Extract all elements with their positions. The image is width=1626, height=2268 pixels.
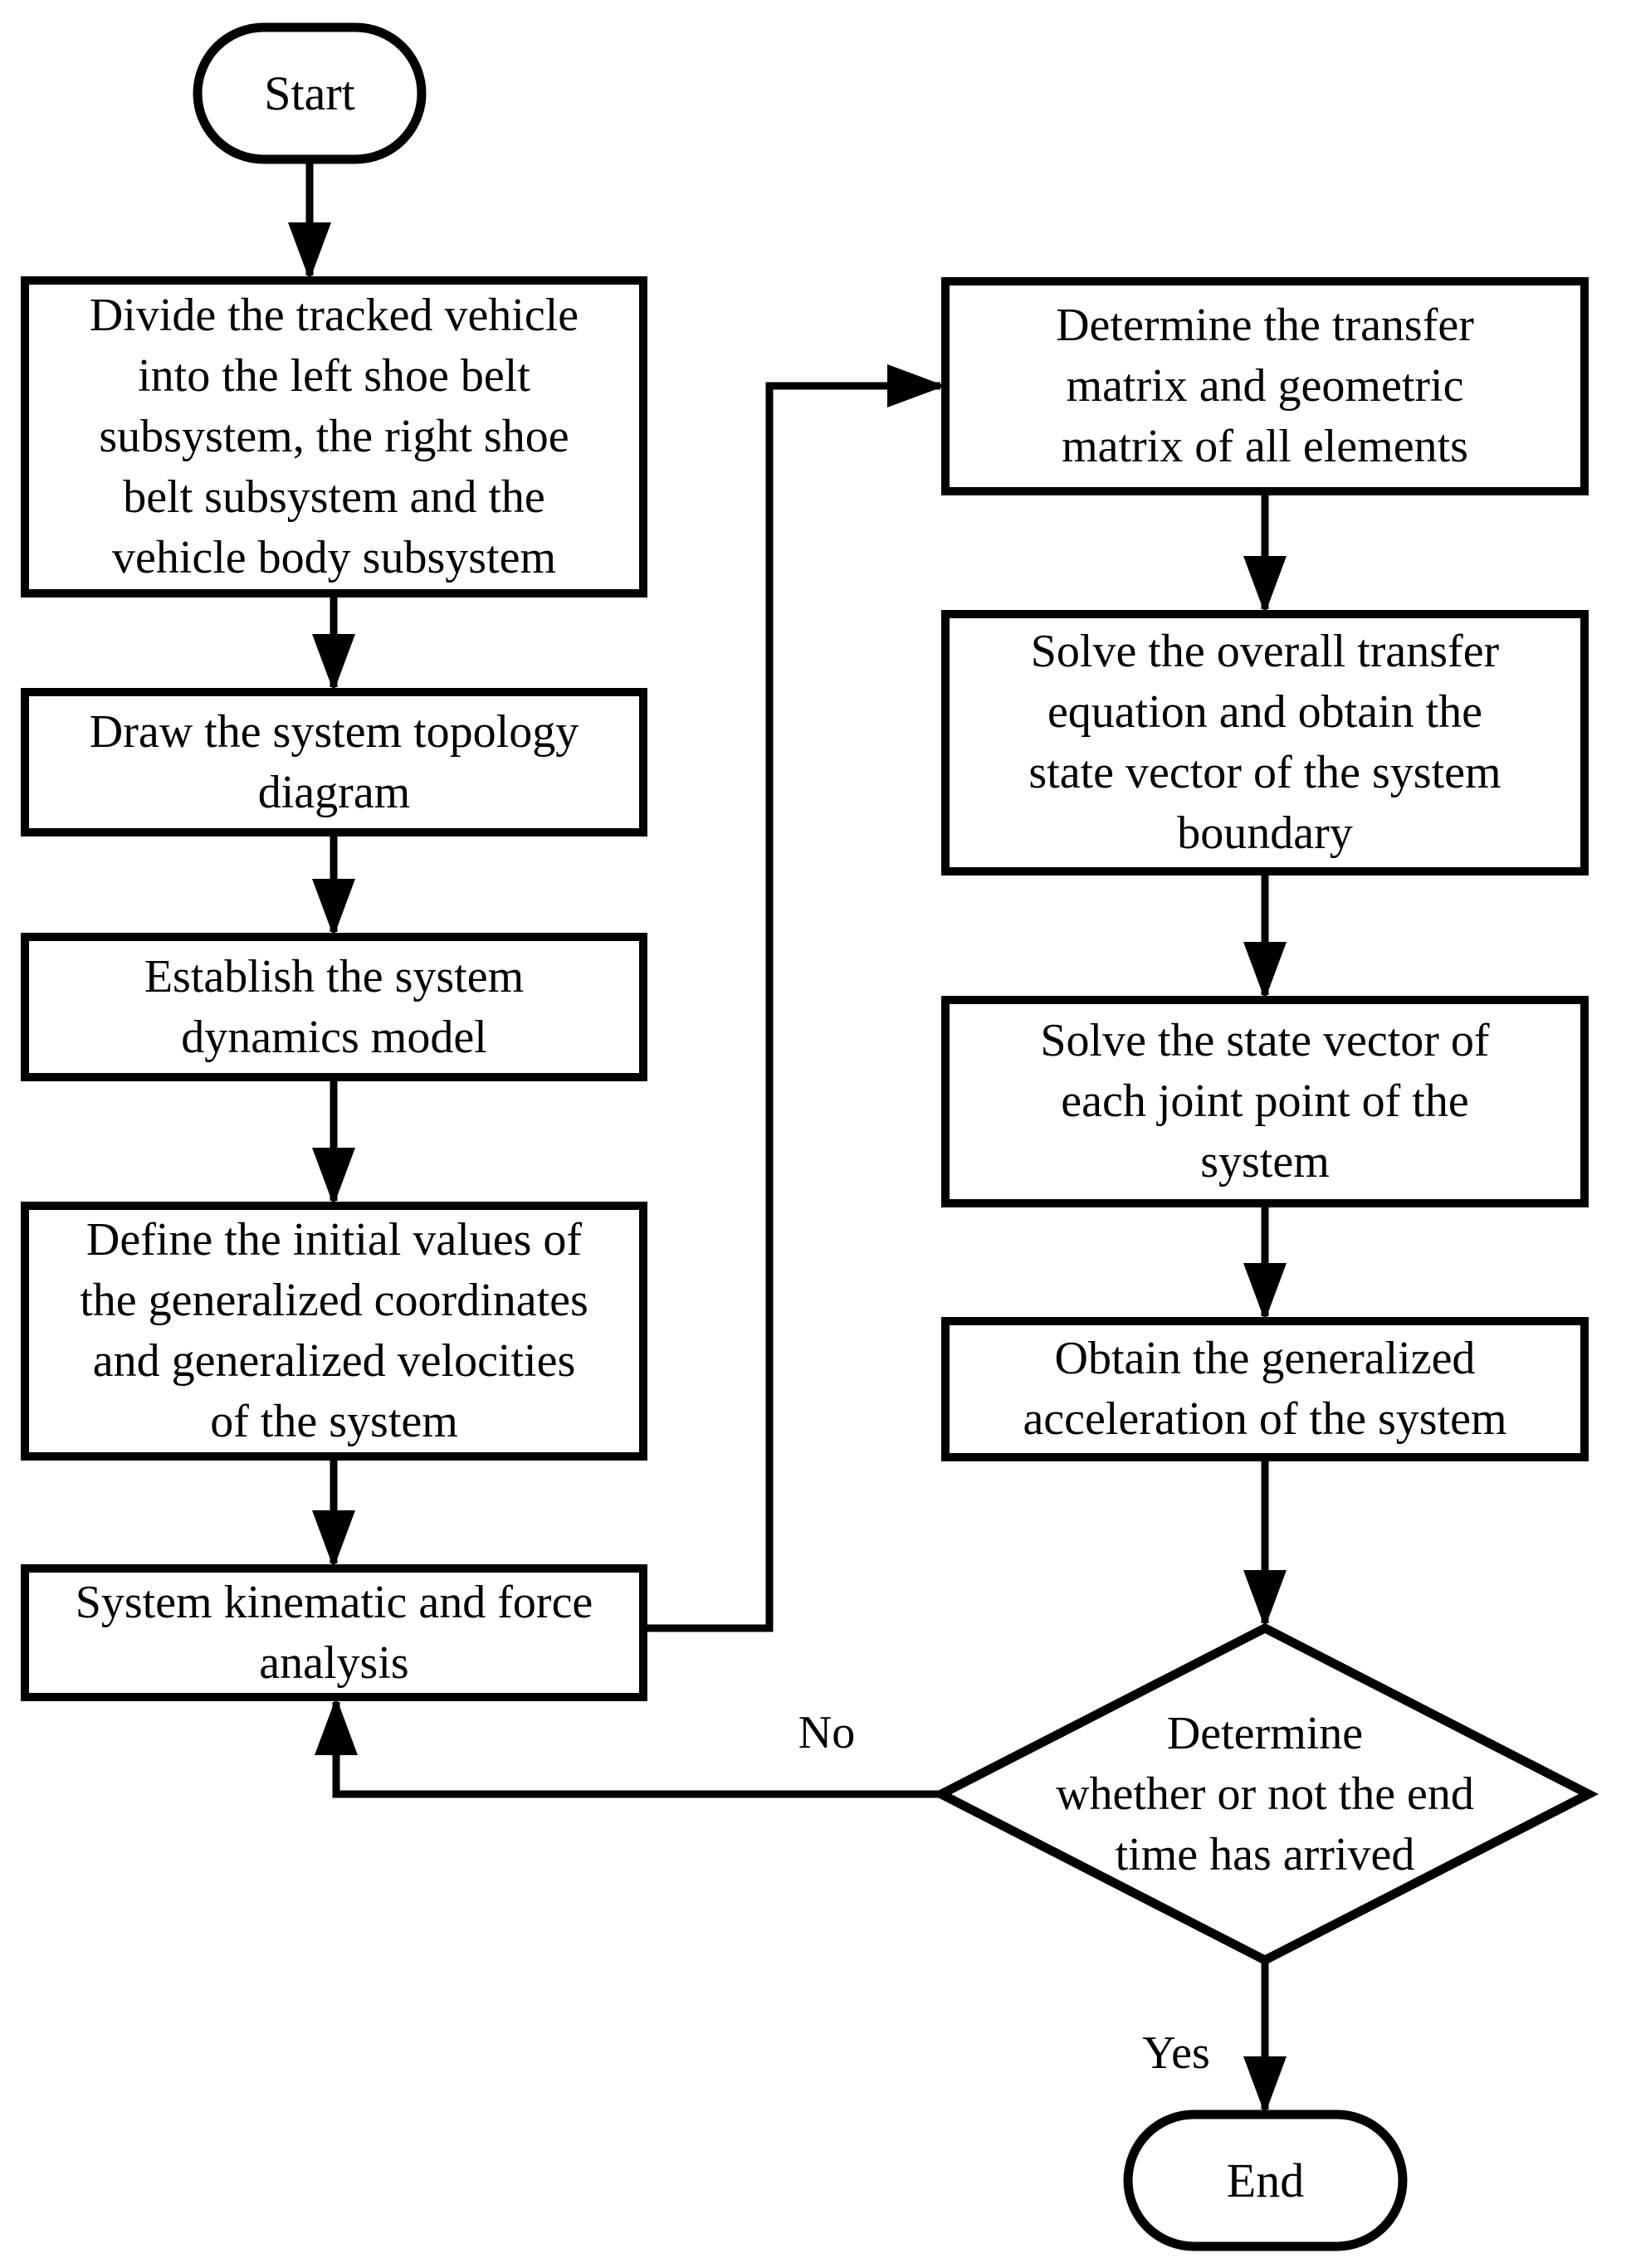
process-overall-transfer-equation-label: Solve the overall transfer equation and … bbox=[1028, 626, 1501, 859]
process-transfer-matrix bbox=[941, 277, 1589, 495]
process-dynamics-model bbox=[21, 933, 647, 1081]
process-topology-diagram-label: Draw the system topology diagram bbox=[89, 705, 579, 818]
edge-decision-no-to-kinematic bbox=[315, 1697, 941, 1798]
process-initial-values bbox=[21, 1202, 647, 1461]
process-kinematic-force-analysis bbox=[21, 1564, 647, 1701]
process-state-vector-joints bbox=[941, 996, 1589, 1207]
process-generalized-acceleration-label: Obtain the generalized acceleration of t… bbox=[1023, 1333, 1507, 1445]
process-divide-vehicle-label: Divide the tracked vehicle into the left… bbox=[89, 290, 579, 583]
process-transfer-matrix-label: Determine the transfer matrix and geomet… bbox=[1056, 300, 1474, 472]
process-kinematic-force-analysis-label: System kinematic and force analysis bbox=[75, 1576, 593, 1689]
start-label: Start bbox=[264, 66, 355, 120]
edge-no-label: No bbox=[798, 1706, 856, 1758]
process-overall-transfer-equation bbox=[941, 610, 1589, 875]
decision-end-time-label: Determine whether or not the end time ha… bbox=[1056, 1707, 1474, 1880]
end-label: End bbox=[1226, 2153, 1305, 2207]
edge-yes-label: Yes bbox=[1142, 2027, 1210, 2079]
terminator-end bbox=[1123, 2109, 1408, 2251]
process-state-vector-joints-label: Solve the state vector of each joint poi… bbox=[1040, 1015, 1490, 1188]
process-dynamics-model-label: Establish the system dynamics model bbox=[144, 950, 525, 1063]
edge-kinematic-to-transfer-matrix bbox=[643, 364, 945, 1632]
process-initial-values-label: Define the initial values of the general… bbox=[80, 1214, 588, 1447]
process-topology-diagram bbox=[21, 688, 647, 836]
